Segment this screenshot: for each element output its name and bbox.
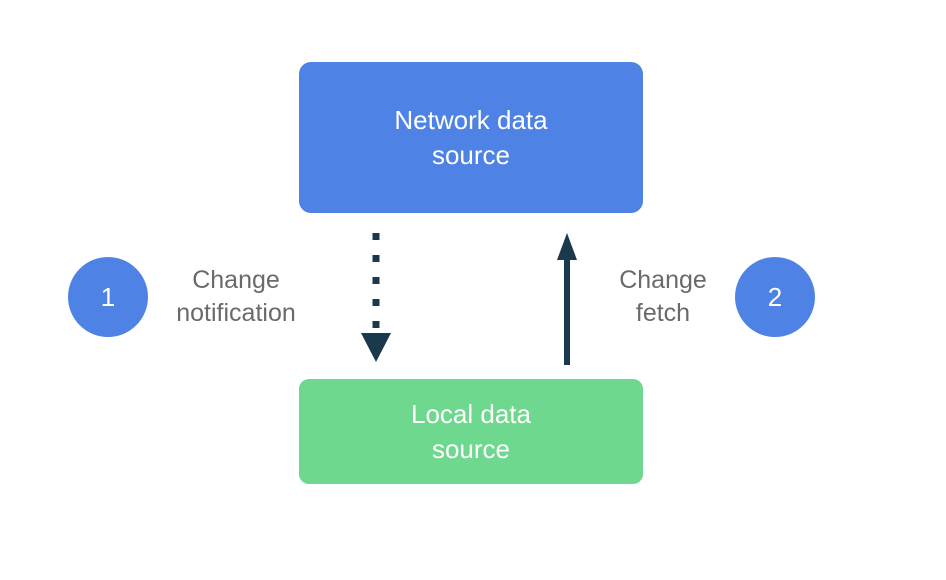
dotted-arrow-head bbox=[361, 333, 391, 362]
change-fetch-label: Change fetch bbox=[619, 266, 707, 327]
step-2-badge: 2 bbox=[735, 257, 815, 337]
dotted-arrow-dot bbox=[372, 277, 380, 284]
local-data-source-node: Local data source bbox=[299, 379, 643, 484]
dotted-arrow-dot bbox=[372, 299, 380, 306]
dotted-arrow-dot bbox=[372, 321, 380, 328]
change-notification-label: Change notification bbox=[176, 266, 296, 327]
solid-arrow-shaft bbox=[564, 255, 570, 365]
change-notification-dotted-arrow-icon bbox=[361, 233, 391, 362]
solid-arrow-head bbox=[557, 233, 577, 260]
dotted-arrow-dot bbox=[372, 233, 380, 240]
dotted-arrow-dot bbox=[372, 255, 380, 262]
step-1-badge: 1 bbox=[68, 257, 148, 337]
network-data-source-node: Network data source bbox=[299, 62, 643, 213]
change-fetch-solid-arrow-icon bbox=[557, 233, 577, 365]
